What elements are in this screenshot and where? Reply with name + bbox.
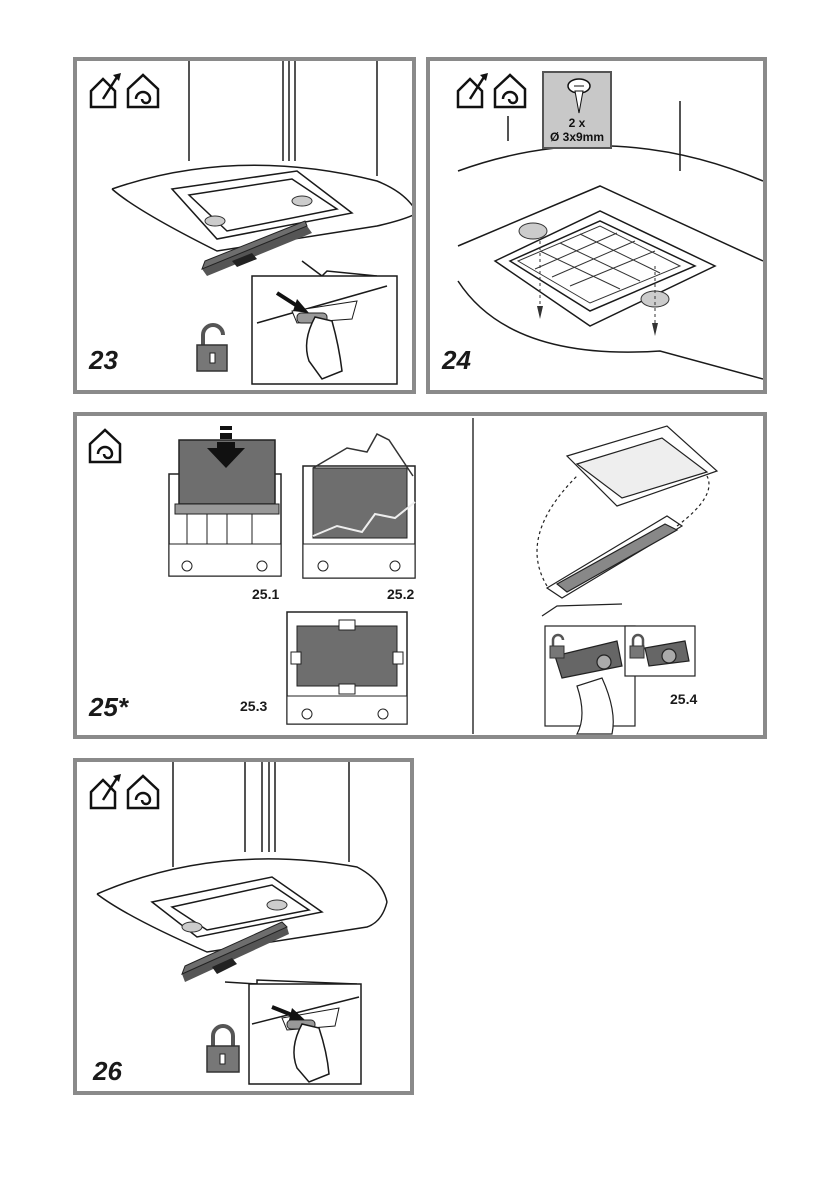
step-number: 23	[89, 345, 118, 376]
substep-25-1-drawing	[169, 426, 281, 576]
recirculation-mode-icon	[87, 426, 127, 466]
screw-size: Ø 3x9mm	[544, 131, 610, 144]
recirculation-mode-icon	[492, 71, 532, 111]
lock-icon	[205, 1024, 241, 1076]
panel-step-24: 2 x Ø 3x9mm 24	[426, 57, 767, 394]
substep-label: 25.1	[252, 586, 279, 602]
screw-quantity: 2 x	[544, 117, 610, 130]
substep-label: 25.4	[670, 691, 697, 707]
step-number: 24	[442, 345, 471, 376]
recirculation-mode-icon	[125, 71, 165, 111]
substep-25-2-drawing	[303, 434, 415, 578]
substep-25-3-drawing	[287, 612, 407, 724]
substep-label: 25.2	[387, 586, 414, 602]
panel-step-25: 25.1 25.2 25.3 25.4 25*	[73, 412, 767, 739]
recirculation-mode-icon	[125, 772, 165, 812]
step-number: 25*	[89, 692, 128, 723]
substep-25-4-drawing	[537, 426, 717, 734]
filter-installation-illustration	[77, 416, 763, 735]
panel-step-26: 26	[73, 758, 414, 1095]
substep-label: 25.3	[240, 698, 267, 714]
unlock-icon	[195, 323, 231, 375]
panel-step-23: 23	[73, 57, 416, 394]
screw-icon	[564, 77, 594, 115]
step-number: 26	[93, 1056, 122, 1087]
screw-spec-box: 2 x Ø 3x9mm	[542, 71, 612, 149]
